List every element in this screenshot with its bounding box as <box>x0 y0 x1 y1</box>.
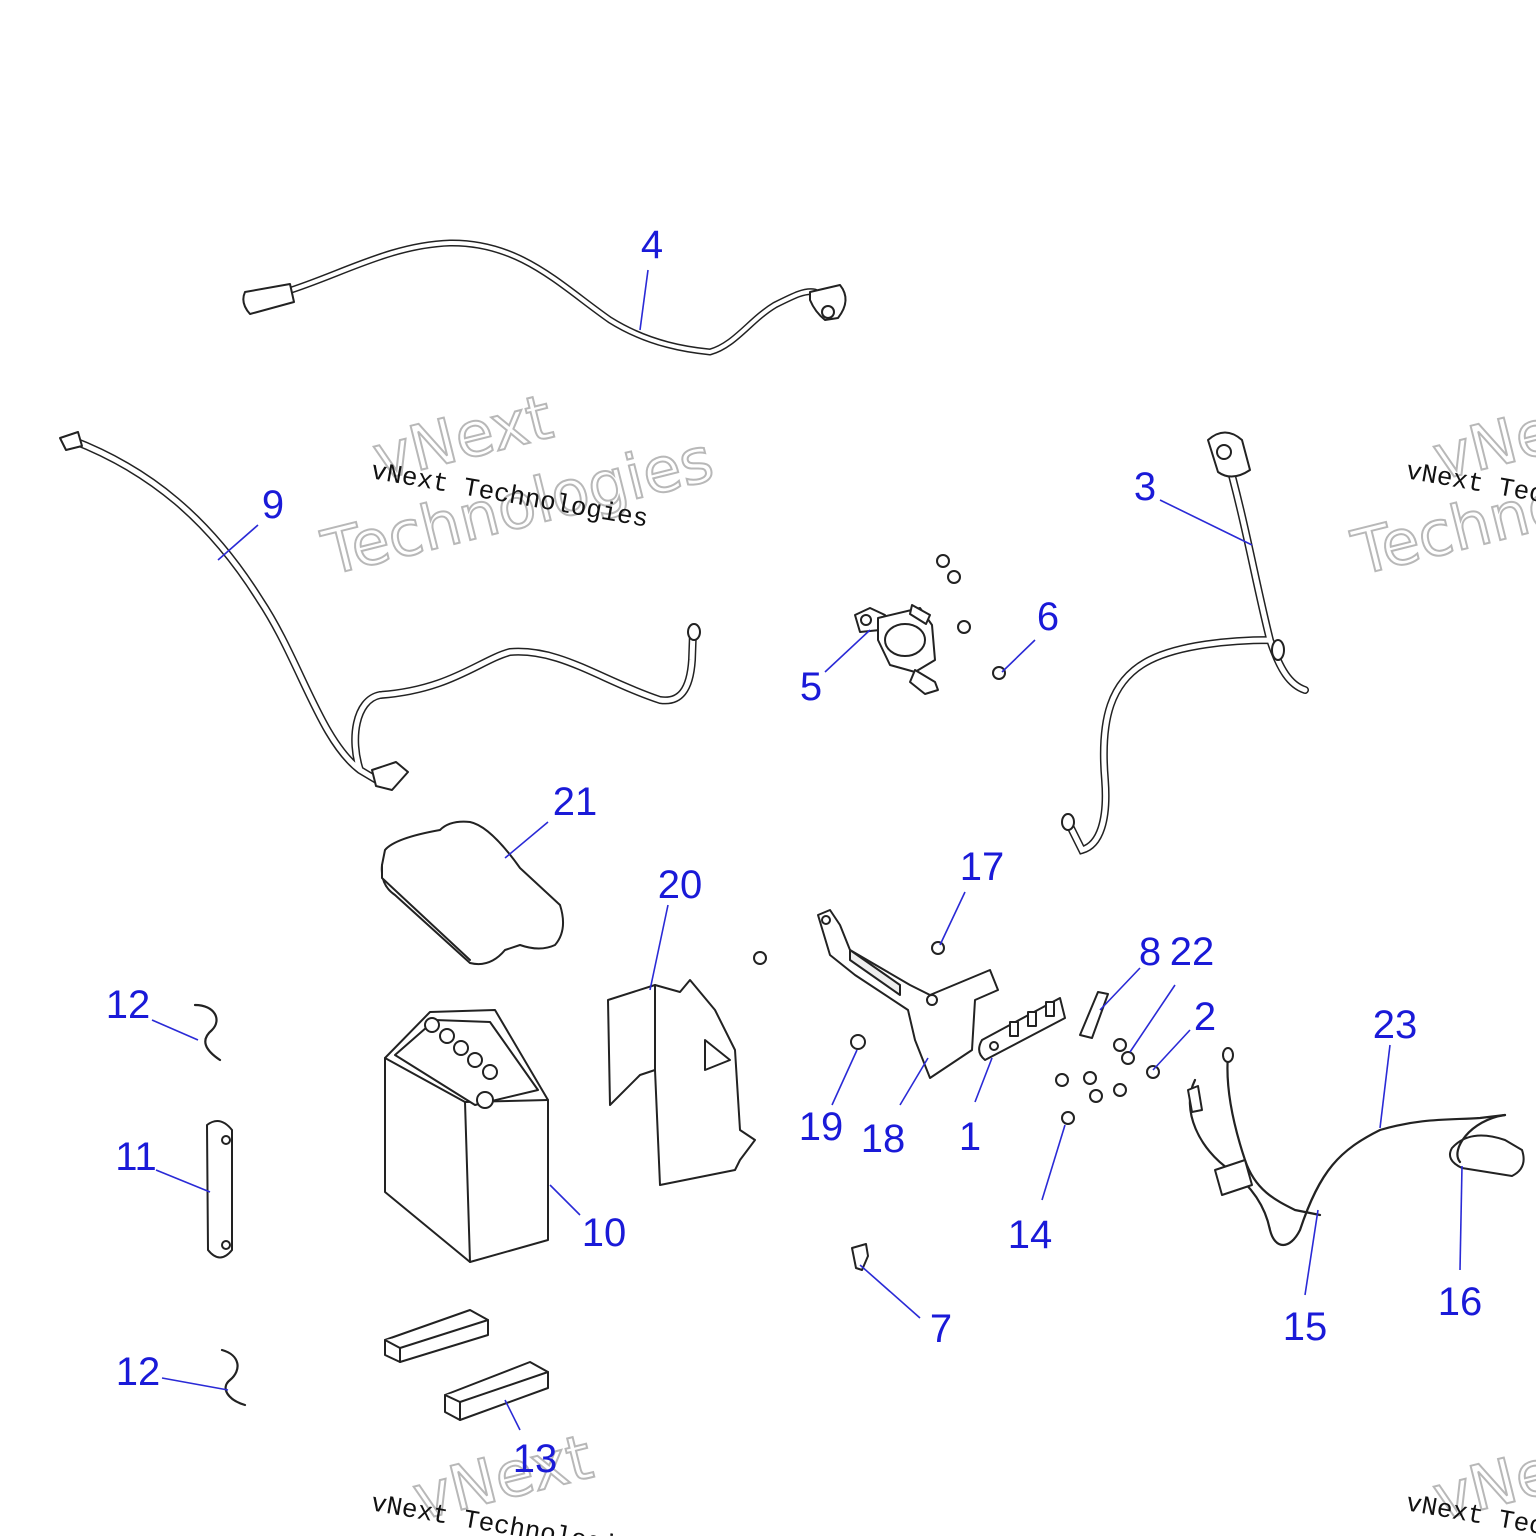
part-17-nut <box>931 941 945 955</box>
callout-15: 15 <box>1283 1305 1328 1349</box>
watermark-top-left: vNext Technologies vNext Technologies <box>314 379 721 591</box>
callout-21: 21 <box>553 780 598 824</box>
part-21-battery-cover <box>380 820 565 966</box>
leader-lines <box>151 269 1463 1431</box>
part-1-terminal-block <box>978 997 1066 1061</box>
part-8-link <box>1079 991 1109 1039</box>
part-19-bolt <box>850 1034 866 1050</box>
watermark-bottom-right: vNext vNext Technologies <box>1404 1419 1536 1536</box>
callout-3: 3 <box>1134 465 1156 509</box>
callout-5: 5 <box>800 665 822 709</box>
callout-1: 1 <box>959 1115 981 1159</box>
callout-8: 8 <box>1139 930 1161 974</box>
part-12-clip-top <box>193 1003 222 1062</box>
part-5-solenoid <box>854 554 1006 695</box>
part-13-pads <box>384 1309 549 1421</box>
callout-13: 13 <box>513 1437 558 1481</box>
callout-9: 9 <box>262 483 284 527</box>
callout-18: 18 <box>861 1117 906 1161</box>
callout-7: 7 <box>930 1307 952 1351</box>
callout-14: 14 <box>1008 1213 1053 1257</box>
callout-12-top: 12 <box>106 983 151 1027</box>
part-11-strap <box>206 1120 233 1259</box>
callout-16: 16 <box>1438 1280 1483 1324</box>
part-3-cable <box>1061 431 1309 855</box>
part-20-bracket <box>607 979 756 1186</box>
callout-4: 4 <box>641 223 663 267</box>
part-23-harness <box>1187 1047 1525 1247</box>
callout-22: 22 <box>1170 930 1215 974</box>
callout-11: 11 <box>115 1135 157 1179</box>
part-9-cable <box>59 431 701 791</box>
callout-23: 23 <box>1373 1003 1418 1047</box>
callout-20: 20 <box>658 863 703 907</box>
fasteners-cluster <box>1055 1038 1160 1125</box>
part-7-bolt <box>851 1243 869 1271</box>
part-18-mount-bracket <box>753 909 999 1079</box>
watermark-bottom-left: vNext vNext Technologies <box>369 1419 651 1536</box>
callout-17: 17 <box>960 845 1005 889</box>
callout-19: 19 <box>799 1105 844 1149</box>
watermark-top-right: vNext Technologies vNext Technologies <box>1344 379 1536 591</box>
part-10-battery <box>384 1009 549 1263</box>
part-12-clip-bottom <box>220 1348 247 1407</box>
part-4-cable <box>242 239 847 356</box>
callout-6: 6 <box>1037 595 1059 639</box>
callout-2: 2 <box>1194 995 1216 1039</box>
callout-10: 10 <box>582 1211 627 1255</box>
callout-12-bottom: 12 <box>116 1350 161 1394</box>
callouts: 4 9 3 5 6 21 20 17 8 22 2 23 12 11 12 10… <box>106 223 1483 1481</box>
